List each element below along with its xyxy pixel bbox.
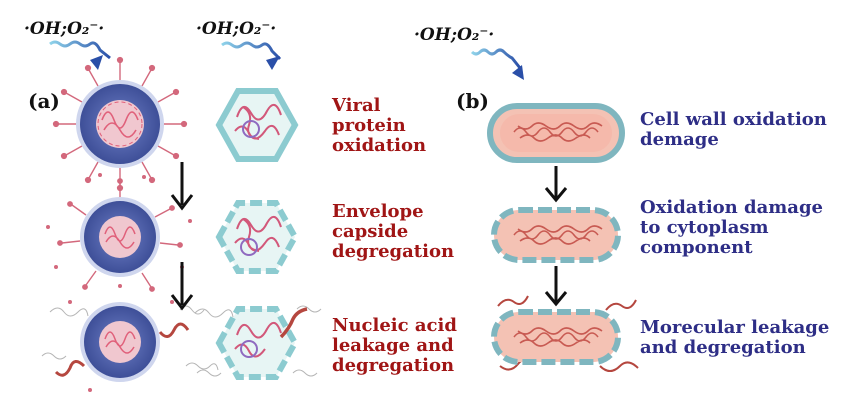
bacteria-step-1-label: Cell wall oxidation demage: [640, 109, 827, 150]
capsid-icon: [215, 200, 299, 274]
panel-a-label: (a): [28, 89, 60, 113]
bacteria-step-2-label: Oxidation damage to cytoplasm component: [640, 197, 824, 258]
virus-icon: [41, 284, 219, 392]
bacteria-step-3-label: Morecular leakage and degregation: [640, 317, 830, 358]
radical-label: ·OH;O₂⁻·: [24, 19, 105, 39]
wavy-arrow-icon: [221, 41, 282, 70]
down-arrow-icon: [170, 162, 194, 211]
virus-step-3-label: Nucleic acid leakage and degregation: [332, 315, 457, 376]
down-arrow-icon: [170, 262, 194, 311]
bacterium-icon: [491, 207, 621, 263]
bacterium-icon: [487, 103, 625, 163]
panel-b-label: (b): [456, 89, 489, 113]
capsid-icon: [194, 305, 322, 380]
down-arrow-icon: [544, 266, 568, 307]
virus-step-1-label: Viral protein oxidation: [332, 95, 427, 156]
radical-label: ·OH;O₂⁻·: [196, 19, 277, 39]
capsid-icon: [215, 88, 299, 162]
down-arrow-icon: [544, 166, 568, 203]
virus-step-2-label: Envelope capside degregation: [332, 201, 455, 262]
bacterium-icon: [491, 295, 639, 372]
wavy-arrow-icon: [49, 40, 111, 70]
wavy-arrow-icon: [470, 48, 524, 80]
radical-label: ·OH;O₂⁻·: [414, 25, 495, 45]
virus-icon: [52, 56, 188, 192]
virus-icon: [46, 173, 192, 292]
